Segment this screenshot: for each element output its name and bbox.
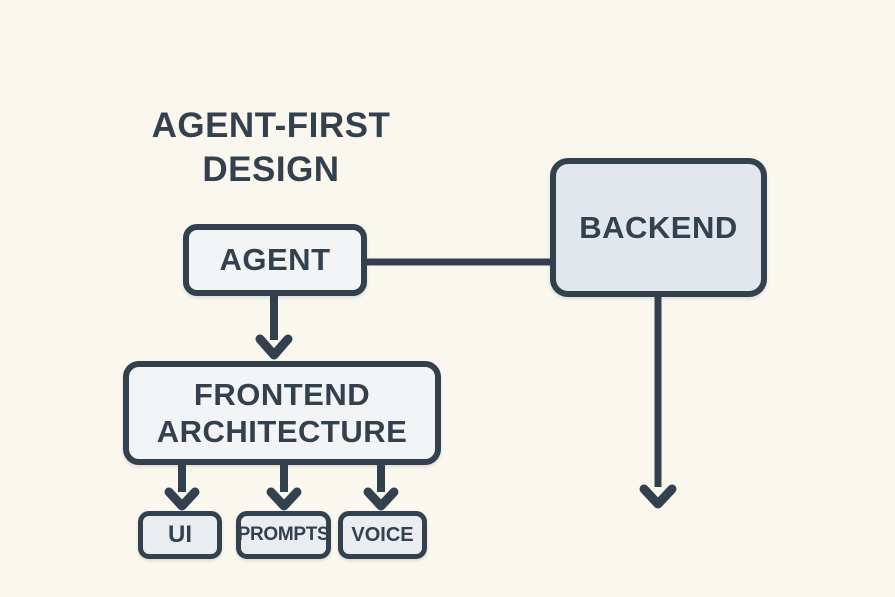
node-voice-label: VOICE	[351, 523, 414, 546]
diagram-title-line1: AGENT-FIRST	[151, 106, 391, 145]
diagram-title-line2: DESIGN	[202, 150, 340, 189]
arrow-frontend-prompts-head	[266, 487, 302, 511]
node-agent: AGENT	[183, 224, 367, 296]
diagram-title: AGENT-FIRST DESIGN	[120, 104, 422, 192]
node-backend: BACKEND	[550, 158, 767, 297]
arrow-agent-frontend-head	[255, 334, 293, 360]
node-agent-label: AGENT	[219, 242, 331, 277]
node-frontend-architecture-label: FRONTEND ARCHITECTURE	[156, 377, 408, 449]
node-prompts-label: PROMPTS	[237, 524, 330, 545]
node-voice: VOICE	[338, 511, 427, 559]
node-ui-label: UI	[168, 521, 192, 548]
node-frontend-architecture: FRONTEND ARCHITECTURE	[123, 361, 441, 465]
node-ui: UI	[138, 511, 222, 559]
arrow-backend-down-head	[639, 484, 677, 509]
arrow-frontend-voice-head	[363, 487, 399, 511]
node-prompts: PROMPTS	[236, 511, 331, 559]
node-backend-label: BACKEND	[579, 209, 738, 245]
arrow-frontend-ui-head	[164, 487, 200, 511]
